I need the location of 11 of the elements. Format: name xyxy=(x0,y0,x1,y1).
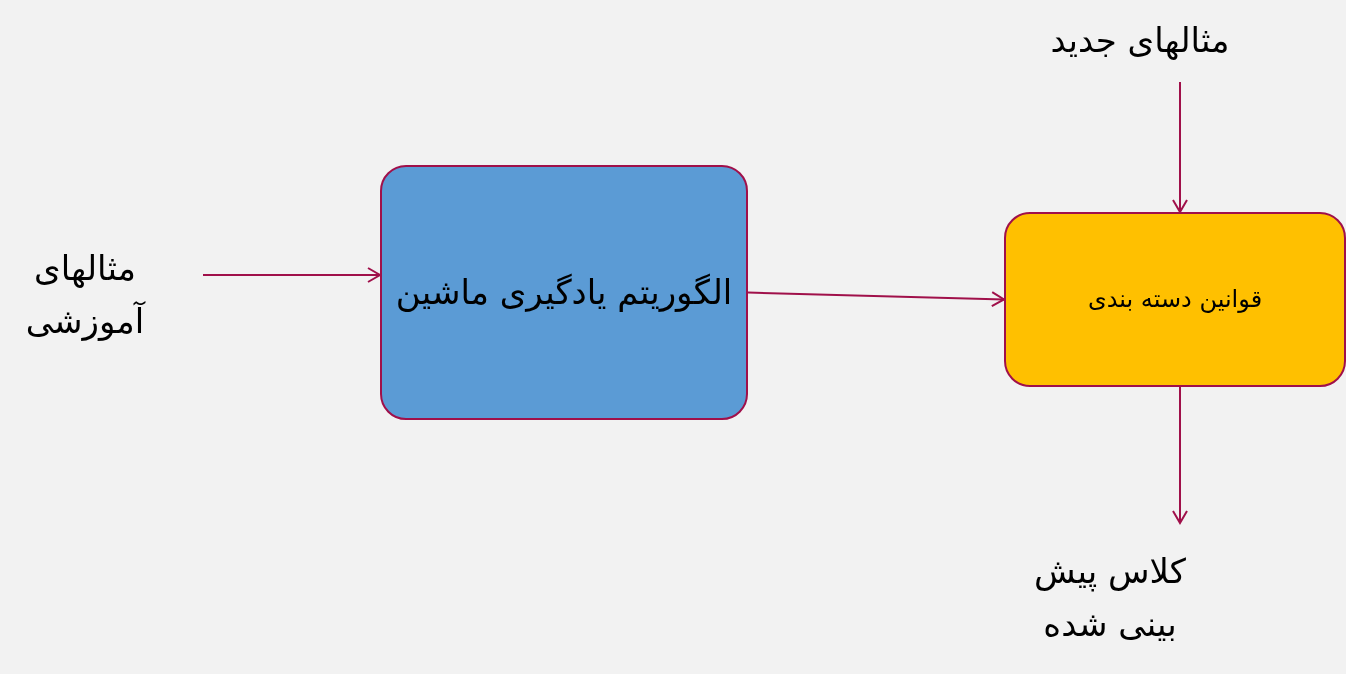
arrow xyxy=(747,291,1005,308)
process-box xyxy=(380,165,748,420)
arrow xyxy=(1172,81,1188,213)
arrow xyxy=(1172,386,1188,524)
arrow xyxy=(202,267,381,283)
input-label: مثالهای جدید xyxy=(1050,18,1230,62)
input-label: مثالهای آموزشی xyxy=(24,247,147,343)
box-text: الگوریتم یادگیری ماشین xyxy=(395,271,733,315)
box-text: قوانین دسته بندی xyxy=(1087,283,1263,315)
output-label: کلاس پیش بینی شده xyxy=(1033,549,1187,646)
process-box xyxy=(1004,212,1346,387)
